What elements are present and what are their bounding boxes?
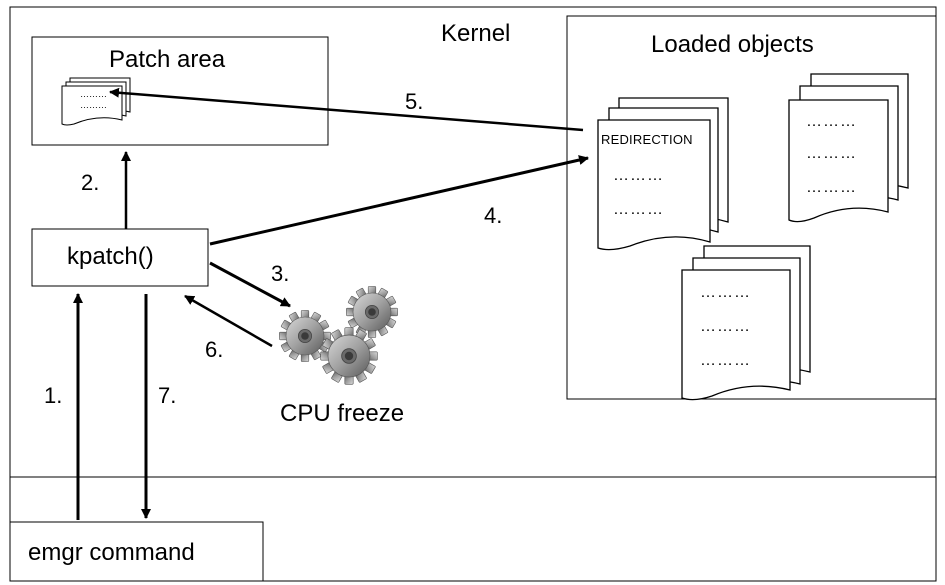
arrow-step-3: [209, 261, 291, 308]
obj3-dots-line-2: ………: [700, 318, 751, 335]
patch-dots-line-1: ………: [80, 89, 107, 99]
redir-dots-line-1: ………: [613, 167, 664, 184]
step-4-label: 4.: [484, 203, 503, 228]
step-6-label: 6.: [205, 337, 224, 362]
emgr-command-box: [9, 521, 264, 582]
step-7-label: 7.: [158, 383, 177, 408]
kernel-label: Kernel: [441, 20, 511, 47]
patch-area-label: Patch area: [109, 46, 226, 73]
redir-dots-line-2: ………: [613, 201, 664, 218]
arrow-step-5: [109, 87, 584, 132]
step-2-label: 2.: [81, 170, 100, 195]
obj2-dots-line-1: ………: [806, 113, 857, 130]
step-1-label: 1.: [44, 383, 63, 408]
step-5-label: 5.: [405, 89, 424, 114]
patch-dots-line-2: ………: [80, 100, 107, 110]
loaded-objects-label: Loaded objects: [651, 31, 814, 58]
object-document-stack-icon-bottom: [681, 245, 811, 401]
gears-icon: [278, 285, 399, 385]
obj2-dots-line-3: ………: [806, 179, 857, 196]
obj3-dots-line-1: ………: [700, 284, 751, 301]
obj2-dots-line-2: ………: [806, 145, 857, 162]
step-3-label: 3.: [271, 261, 290, 286]
arrow-step-4: [209, 155, 589, 246]
kpatch-box: [31, 228, 209, 287]
object-document-stack-icon: [788, 73, 909, 223]
obj3-dots-line-3: ………: [700, 352, 751, 369]
arrow-step-6: [184, 294, 273, 348]
redirection-label: REDIRECTION: [601, 132, 693, 147]
kpatch-label: kpatch(): [67, 243, 154, 270]
cpu-freeze-label: CPU freeze: [280, 400, 405, 427]
emgr-command-label: emgr command: [28, 539, 195, 566]
patch-document-stack-icon: [61, 77, 131, 126]
redirected-object-document-stack-icon: [597, 97, 729, 251]
